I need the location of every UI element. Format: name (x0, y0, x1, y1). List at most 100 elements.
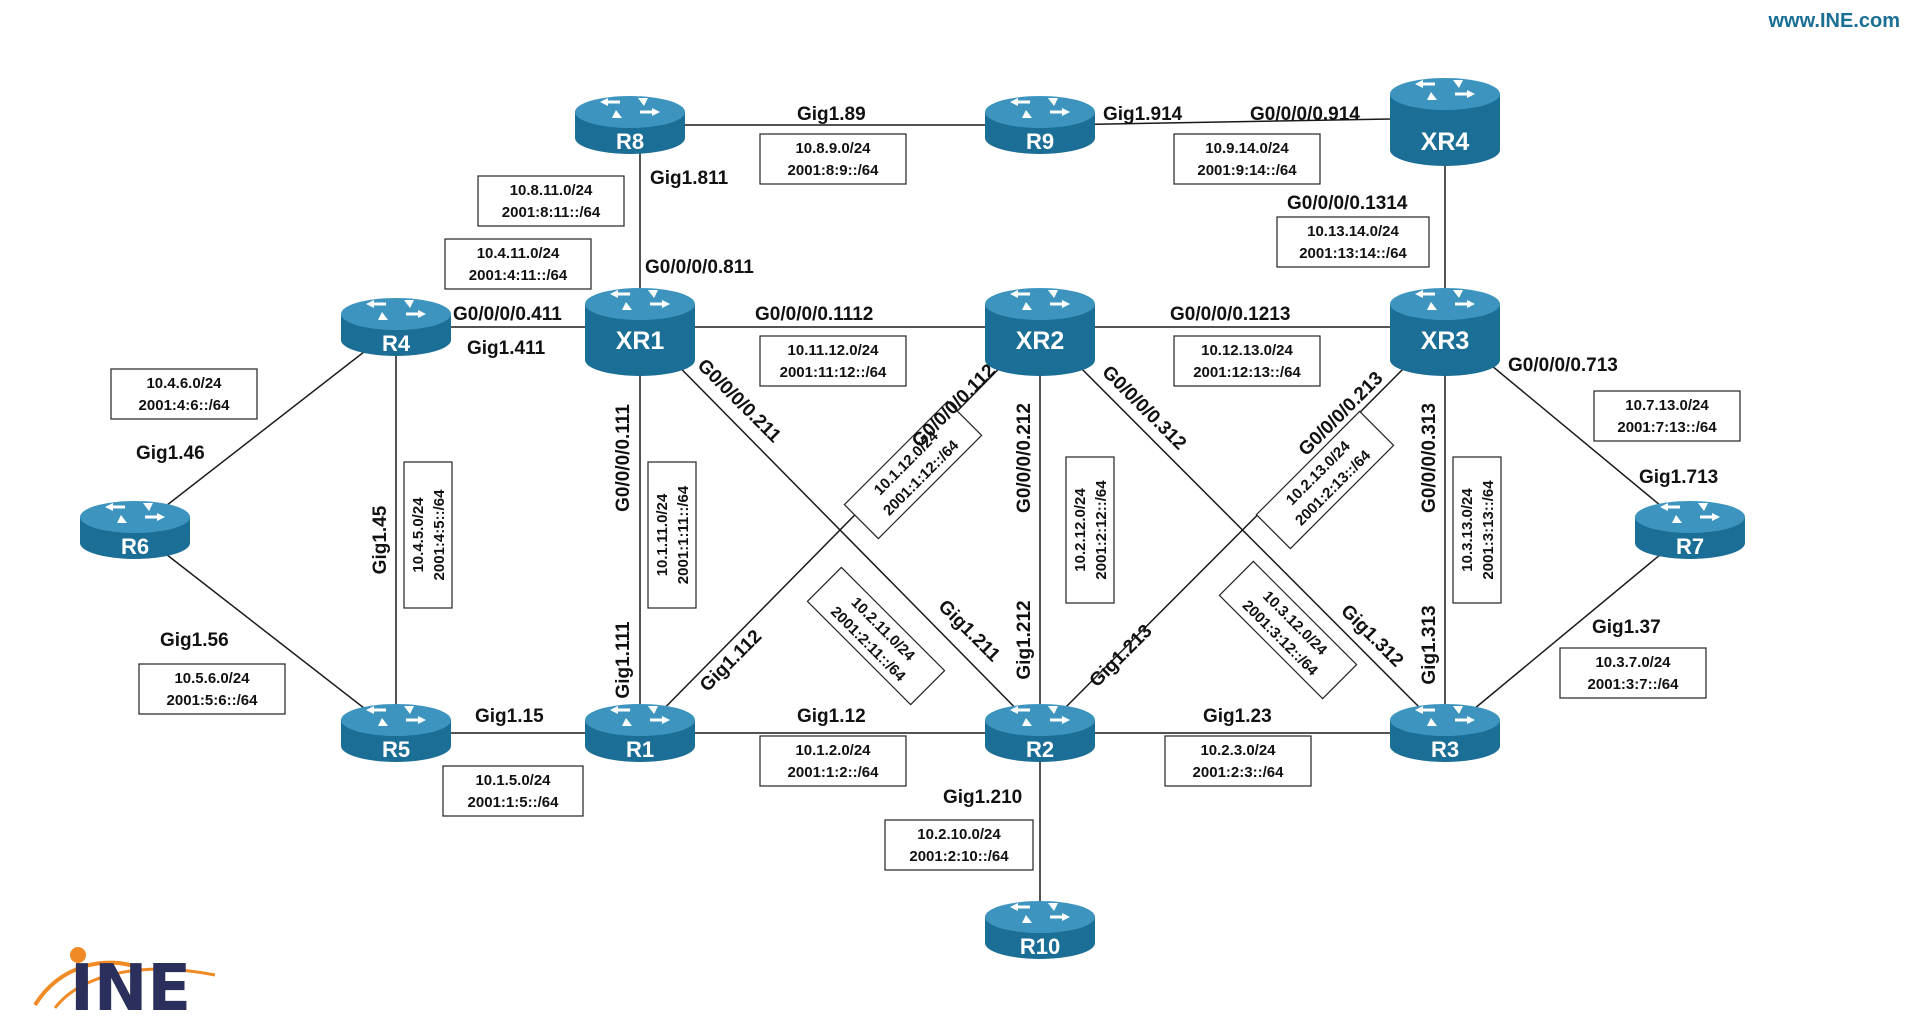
router-r2[interactable]: R2 (985, 704, 1095, 762)
subnet-ipv6: 2001:11:12::/64 (780, 364, 887, 381)
link-xr2-r1 (639, 326, 1041, 734)
router-xr2[interactable]: XR2 (985, 288, 1095, 376)
iface-r4-xr1: Gig1.411 (467, 338, 546, 359)
router-label: XR2 (1016, 327, 1065, 355)
router-label: XR4 (1421, 128, 1470, 156)
subnet-box-xr1-xr2: 10.11.12.0/24 2001:11:12::/64 (759, 335, 907, 387)
iface-r2-r10: Gig1.210 (943, 787, 1022, 808)
subnet-ipv4: 10.7.13.0/24 (1625, 397, 1709, 414)
subnet-box-xr3-r7: 10.7.13.0/24 2001:7:13::/64 (1593, 390, 1741, 442)
subnet-box-r1-r5: 10.1.5.0/24 2001:1:5::/64 (442, 765, 584, 817)
subnet-ipv6: 2001:4:11::/64 (469, 267, 568, 284)
router-label: R10 (1020, 934, 1060, 959)
subnet-ipv4: 10.12.13.0/24 (1201, 342, 1293, 359)
iface-r8-r9: Gig1.89 (797, 104, 866, 125)
subnet-ipv4: 10.1.5.0/24 (475, 772, 551, 789)
router-label: R9 (1026, 129, 1054, 154)
subnet-box-r8-xr1: 10.8.11.0/24 2001:8:11::/64 (477, 175, 625, 227)
subnet-ipv4: 10.2.12.0/24 (1072, 488, 1089, 572)
subnet-ipv6: 2001:8:11::/64 (502, 204, 601, 221)
subnet-ipv6: 2001:9:14::/64 (1197, 162, 1297, 179)
subnet-box-r2-r10: 10.2.10.0/24 2001:2:10::/64 (884, 819, 1034, 871)
subnet-ipv6: 2001:4:6::/64 (139, 397, 231, 414)
subnet-box-xr2-xr3: 10.12.13.0/24 2001:12:13::/64 (1173, 335, 1321, 387)
iface-xr4-r9: G0/0/0/0.914 (1250, 104, 1360, 125)
subnet-ipv6: 2001:8:9::/64 (788, 162, 880, 179)
subnet-box-xr1-r2: 10.2.11.0/24 2001:2:11::/64 (806, 566, 946, 706)
iface-r2-xr3: Gig1.213 (1086, 621, 1157, 692)
subnet-ipv4: 10.4.6.0/24 (146, 375, 222, 392)
subnet-box-r1-r2: 10.1.2.0/24 2001:1:2::/64 (759, 735, 907, 787)
router-r8[interactable]: R8 (575, 96, 685, 154)
subnet-box-r3-r7: 10.3.7.0/24 2001:3:7::/64 (1559, 647, 1707, 699)
subnet-ipv4: 10.1.2.0/24 (795, 742, 871, 759)
iface-xr1-r1: G0/0/0/0.111 (613, 404, 634, 512)
subnet-box-xr2-r3: 10.3.12.0/24 2001:3:12::/64 (1218, 560, 1358, 700)
router-label: XR1 (616, 327, 665, 355)
logo-text: INE (70, 952, 191, 1018)
router-label: R6 (121, 534, 149, 559)
ine-logo: INE (33, 947, 216, 1018)
subnet-ipv6: 2001:7:13::/64 (1617, 419, 1717, 436)
router-r5[interactable]: R5 (341, 704, 451, 762)
iface-r5-r1: Gig1.15 (475, 706, 544, 727)
iface-xr1-r4: G0/0/0/0.411 (453, 304, 562, 325)
iface-r2-xr2: Gig1.212 (1014, 600, 1035, 679)
router-r3[interactable]: R3 (1390, 704, 1500, 762)
iface-r6-r4: Gig1.46 (136, 443, 205, 464)
subnet-ipv6: 2001:1:5::/64 (468, 794, 560, 811)
router-r6[interactable]: R6 (80, 501, 190, 559)
router-xr1[interactable]: XR1 (585, 288, 695, 376)
router-r1[interactable]: R1 (585, 704, 695, 762)
iface-r3-xr3: Gig1.313 (1419, 605, 1440, 684)
iface-r4-r5: Gig1.45 (370, 505, 391, 574)
subnet-ipv6: 2001:2:12::/64 (1093, 480, 1110, 580)
subnet-ipv4: 10.5.6.0/24 (174, 670, 250, 687)
router-r10[interactable]: R10 (985, 901, 1095, 959)
router-label: R8 (616, 129, 644, 154)
subnet-ipv4: 10.11.12.0/24 (788, 342, 880, 359)
subnet-ipv4: 10.4.5.0/24 (410, 497, 427, 573)
subnet-ipv6: 2001:1:2::/64 (788, 764, 880, 781)
subnet-box-r9-xr4: 10.9.14.0/24 2001:9:14::/64 (1173, 133, 1321, 185)
subnet-boxes: 10.8.9.0/24 2001:8:9::/64 10.9.14.0/24 2… (110, 133, 1741, 871)
router-label: R7 (1676, 534, 1704, 559)
subnet-ipv6: 2001:12:13::/64 (1193, 364, 1301, 381)
iface-xr3-r3: G0/0/0/0.313 (1419, 403, 1440, 513)
iface-r1-r2: Gig1.12 (797, 706, 866, 727)
subnet-box-r2-r3: 10.2.3.0/24 2001:2:3::/64 (1164, 735, 1312, 787)
router-label: R4 (382, 331, 411, 356)
site-url[interactable]: www.INE.com (1767, 10, 1900, 32)
subnet-ipv4: 10.2.3.0/24 (1200, 742, 1276, 759)
subnet-ipv4: 10.9.14.0/24 (1205, 140, 1289, 157)
router-xr4[interactable]: XR4 (1390, 78, 1500, 166)
iface-r1-xr1: Gig1.111 (613, 621, 634, 699)
iface-r2-r3: Gig1.23 (1203, 706, 1272, 727)
router-r9[interactable]: R9 (985, 96, 1095, 154)
subnet-box-xr3-r3: 10.3.13.0/24 2001:3:13::/64 (1452, 456, 1502, 604)
subnet-box-xr1-r1: 10.1.11.0/24 2001:1:11::/64 (647, 461, 697, 609)
iface-xr1-r8: G0/0/0/0.811 (645, 257, 754, 278)
subnet-ipv6: 2001:1:11::/64 (675, 485, 692, 584)
subnet-ipv6: 2001:13:14::/64 (1299, 245, 1407, 262)
router-xr3[interactable]: XR3 (1390, 288, 1500, 376)
iface-xr2-xr3: G0/0/0/0.1213 (1170, 304, 1290, 325)
router-label: R3 (1431, 737, 1459, 762)
router-r7[interactable]: R7 (1635, 501, 1745, 559)
subnet-ipv4: 10.8.9.0/24 (795, 140, 871, 157)
subnet-ipv4: 10.2.10.0/24 (917, 826, 1001, 843)
iface-r1-xr2: Gig1.112 (696, 626, 766, 696)
router-label: R1 (626, 737, 654, 762)
iface-xr2-r2: G0/0/0/0.212 (1014, 403, 1035, 513)
router-r4[interactable]: R4 (341, 298, 451, 356)
iface-r7-xr3: Gig1.713 (1639, 467, 1718, 488)
subnet-box-r4-r5: 10.4.5.0/24 2001:4:5::/64 (403, 461, 453, 609)
subnet-ipv4: 10.3.13.0/24 (1459, 488, 1476, 572)
subnet-ipv6: 2001:4:5::/64 (431, 489, 448, 581)
subnet-box-r4-r6: 10.4.6.0/24 2001:4:6::/64 (110, 368, 258, 420)
subnet-ipv6: 2001:2:10::/64 (909, 848, 1009, 865)
subnet-ipv6: 2001:3:7::/64 (1588, 676, 1680, 693)
router-label: R2 (1026, 737, 1054, 762)
iface-r6-r5: Gig1.56 (160, 630, 229, 651)
subnet-box-r5-r6: 10.5.6.0/24 2001:5:6::/64 (138, 663, 286, 715)
